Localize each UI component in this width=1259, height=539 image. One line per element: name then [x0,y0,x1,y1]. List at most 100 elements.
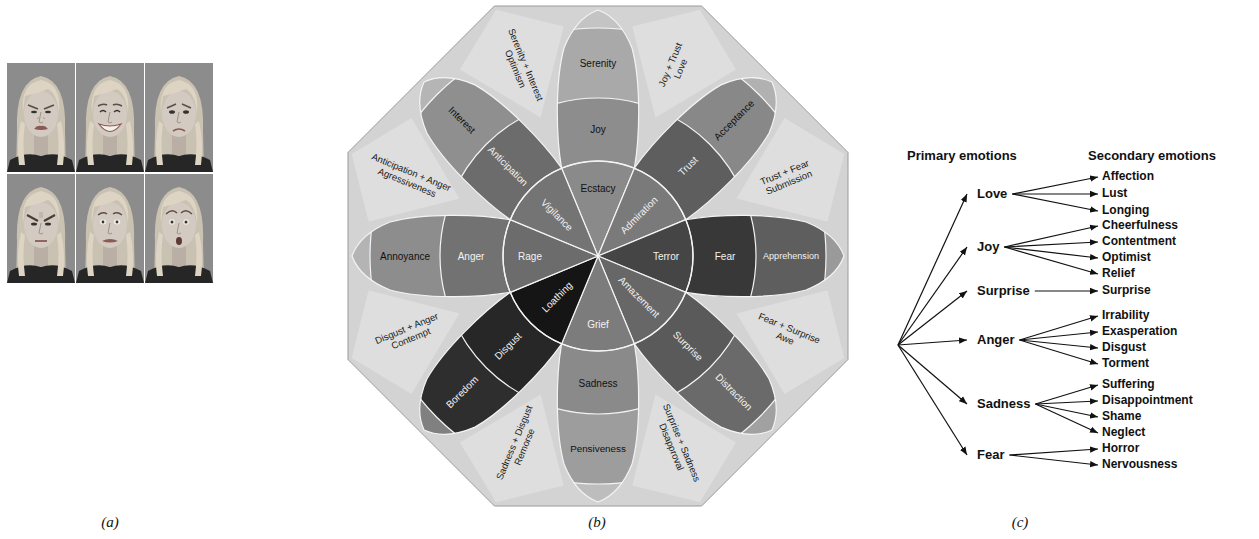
face-joy [76,63,144,172]
emotion-text: Affection [1102,170,1154,184]
face-disgust [34,126,48,130]
primary-emotion: Love [975,187,1009,202]
root-arrow [898,345,967,404]
emotion-arrow [1012,177,1098,194]
root-arrow [898,345,967,455]
primary-emotion: Anger [975,333,1017,348]
emotion-text: Lust [1102,187,1127,201]
inner-circle [503,161,693,351]
emotion-text: Surprise [977,284,1030,299]
column-heading: Secondary emotions [1088,148,1216,163]
emotion-arrow [1009,449,1098,455]
face-sadness [173,129,185,131]
face-surprise [176,237,182,245]
secondary-emotion: Longing [1100,204,1151,218]
emotion-text: Irrability [1102,309,1149,323]
petal-middle-band: Sadness [577,378,620,389]
emotion-wheel [263,0,933,539]
face-surprise [145,174,213,283]
face-disgust [31,111,37,113]
petal-outer-band: Pensiveness [568,444,628,455]
secondary-emotion: Suffering [1100,378,1157,392]
emotion-text: Rage [518,251,542,262]
emotion-text: Sadness [579,378,618,389]
inner-wedge: Ecstacy [578,183,617,194]
primary-emotion: Sadness [975,397,1032,412]
emotion-text: Fear [715,251,736,262]
petal [276,0,921,539]
face-fear [76,174,144,283]
face-disgust [37,118,45,119]
column-heading: Primary emotions [907,148,1017,163]
face-sadness [183,110,189,114]
face-disgust [45,111,51,113]
face-sadness [145,63,213,172]
face-anger [27,215,55,221]
emotion-text: Torment [1102,357,1149,371]
face-surprise [145,174,213,283]
petal [375,33,822,480]
face-sadness [169,110,175,114]
face-fear [76,174,144,283]
face-anger [45,223,51,226]
emotion-text: Sadness [977,397,1030,412]
inner-wedge: Grief [585,319,611,330]
face-anger [31,223,37,226]
emotion-arrow [1035,404,1098,433]
emotion-arrow [1020,316,1098,340]
emotion-text: Nervousness [1102,458,1177,472]
panel-letter: (c) [1012,514,1029,531]
emotion-text: Love [977,187,1007,202]
face-fear [102,221,105,224]
emotion-text: Disgust [1102,341,1146,355]
emotion-text: Contentment [1102,235,1176,249]
emotion-text: Anger [977,333,1015,348]
emotion-arrow [1004,242,1098,247]
petal [276,0,921,539]
petal-outer-band: Serenity [578,58,619,69]
secondary-emotion: Disgust [1100,341,1148,355]
face-fear [100,220,106,225]
face-disgust [7,63,75,172]
face-sadness [145,63,213,172]
face-fear [114,220,120,225]
petal-middle-band: Anger [456,251,487,262]
secondary-emotion: Surprise [1100,284,1153,298]
root-arrow [898,340,967,345]
panel-letter: (b) [588,514,606,531]
secondary-emotion: Torment [1100,357,1151,371]
inner-wedge: Terror [651,251,681,262]
petal-outer-band: Annoyance [378,251,432,262]
face-joy [98,104,122,106]
petal [263,0,921,539]
secondary-emotion: Affection [1100,170,1156,184]
petal-middle-band: Fear [713,251,738,262]
emotion-text: Apprehension [763,251,819,261]
petal [276,0,934,539]
face-anger [35,240,47,242]
secondary-emotion: Neglect [1100,426,1147,440]
secondary-emotion: Lust [1100,187,1129,201]
face-surprise [171,221,174,224]
petal [352,28,826,484]
petal-middle-band: Joy [588,124,608,135]
emotion-text: Surprise [1102,284,1151,298]
petal [276,0,921,539]
primary-emotion: Surprise [975,284,1032,299]
root-arrow [898,291,967,345]
emotion-arrow [1035,404,1098,417]
face-sadness [167,104,191,108]
secondary-emotion: Cheerfulness [1100,219,1180,233]
emotion-text: Exasperation [1102,325,1177,339]
emotion-text: Anger [458,251,485,262]
emotion-text: Neglect [1102,426,1145,440]
root-arrow [898,194,967,455]
face-surprise [169,219,175,225]
secondary-emotion: Shame [1100,410,1143,424]
face-fear [98,213,122,215]
emotion-arrow [1012,194,1098,211]
secondary-emotion: Exasperation [1100,325,1179,339]
emotion-text: Disappointment [1102,394,1193,408]
petal [276,0,921,539]
